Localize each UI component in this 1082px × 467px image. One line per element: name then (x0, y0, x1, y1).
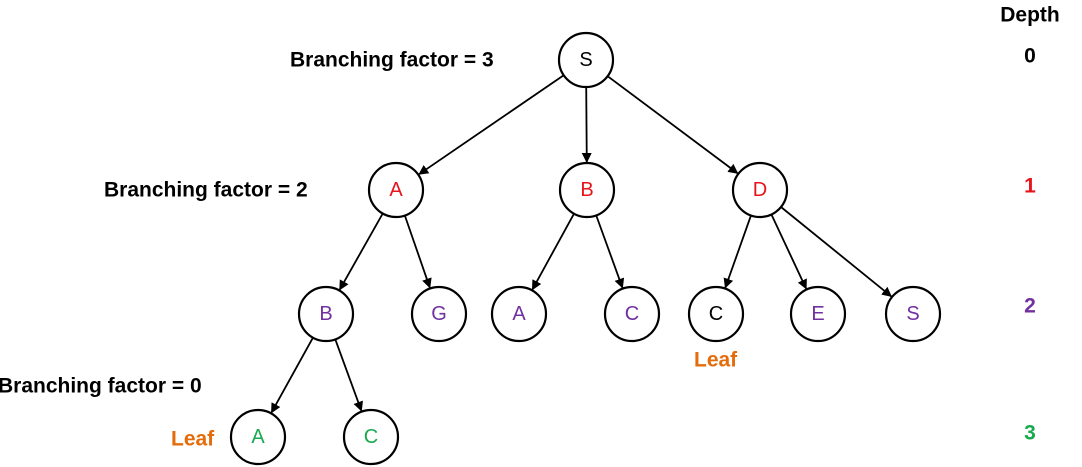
node-circle (557, 31, 615, 89)
node-circle (687, 285, 745, 343)
edge-a1-to-b2 (338, 213, 384, 291)
tree-node-b2: B (297, 285, 355, 343)
node-label: C (709, 303, 723, 325)
tree-node-s-root: S (557, 31, 615, 89)
branching-factor-a-label: Branching factor = 2 (104, 179, 308, 202)
node-label: A (251, 426, 265, 448)
edge-d1-to-c2b (723, 215, 752, 289)
branching-factor-root-label: Branching factor = 3 (290, 49, 494, 72)
tree-node-a2: A (490, 285, 548, 343)
tree-node-a1: A (367, 161, 425, 219)
edge-b2-to-a3 (270, 337, 314, 414)
depth-3-label: 3 (1024, 422, 1036, 445)
edge-b2-to-c3 (334, 339, 363, 412)
edge-s-root-to-a1 (418, 74, 565, 175)
node-label: B (580, 179, 593, 201)
node-circle (367, 161, 425, 219)
leaf-label-c: Leaf (694, 349, 738, 372)
node-circle (789, 285, 847, 343)
node-circle (297, 285, 355, 343)
depth-2-label: 2 (1024, 295, 1036, 318)
nodes: S A B D B G A C C E S A C (229, 31, 942, 466)
tree-node-c2b: C (687, 285, 745, 343)
node-label: A (512, 303, 526, 325)
depth-0-label: 0 (1024, 45, 1036, 68)
tree-node-a3: A (229, 408, 287, 466)
tree-node-g2: G (410, 285, 468, 343)
depth-header: Depth (1000, 4, 1060, 27)
edges (270, 74, 893, 414)
node-circle (410, 285, 468, 343)
tree-node-b1: B (558, 161, 616, 219)
node-label: C (364, 426, 378, 448)
depth-1-label: 1 (1024, 175, 1036, 198)
tree-node-e2: E (789, 285, 847, 343)
node-circle (342, 408, 400, 466)
tree-node-d1: D (731, 161, 789, 219)
node-label: S (906, 303, 919, 325)
edge-b1-to-c2a (595, 215, 625, 289)
node-label: C (625, 303, 639, 325)
branching-factor-b-label: Branching factor = 0 (0, 375, 202, 398)
edge-a1-to-g2 (403, 215, 432, 289)
edge-s-root-to-b1 (581, 86, 592, 164)
node-label: G (431, 303, 447, 325)
tree-node-c3: C (342, 408, 400, 466)
node-label: B (319, 303, 332, 325)
node-label: S (579, 49, 592, 71)
tree-node-c2a: C (603, 285, 661, 343)
node-circle (558, 161, 616, 219)
node-circle (731, 161, 789, 219)
node-circle (884, 285, 942, 343)
edge-s-root-to-d1 (607, 75, 739, 174)
edge-d1-to-s2 (780, 206, 893, 298)
node-label: D (753, 179, 767, 201)
edge-b1-to-a2 (531, 213, 575, 291)
node-label: E (811, 303, 824, 325)
node-circle (603, 285, 661, 343)
leaf-label-a: Leaf (171, 428, 215, 451)
node-label: A (389, 179, 403, 201)
node-circle (229, 408, 287, 466)
edge-d1-to-e2 (770, 214, 807, 290)
tree-node-s2: S (884, 285, 942, 343)
node-circle (490, 285, 548, 343)
